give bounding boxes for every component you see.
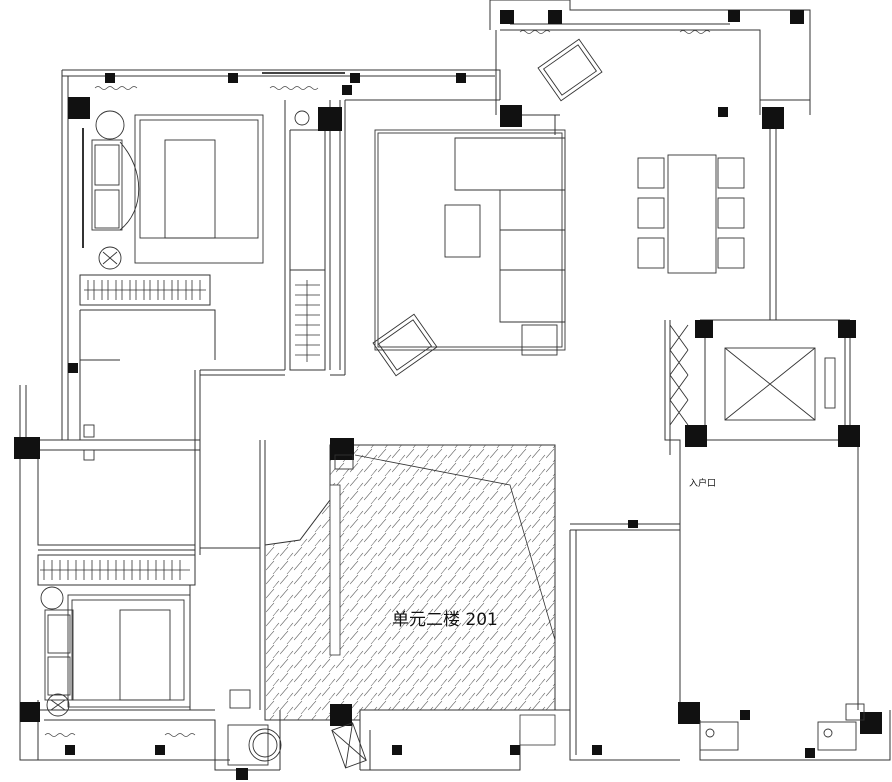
dining-set (637, 154, 745, 274)
structural-columns (14, 10, 882, 780)
hatched-room (264, 444, 556, 746)
living-furniture (372, 38, 603, 377)
elevator (669, 324, 836, 426)
entry-label: 入户口 (689, 479, 717, 489)
bathroom-fixtures (83, 424, 865, 769)
bedroom-1-furniture (82, 110, 310, 270)
wardrobe-hangers (40, 280, 320, 580)
unit-label: 单元二楼 201 (392, 610, 498, 630)
curtains (44, 30, 711, 737)
bedroom-2-furniture (40, 586, 251, 717)
